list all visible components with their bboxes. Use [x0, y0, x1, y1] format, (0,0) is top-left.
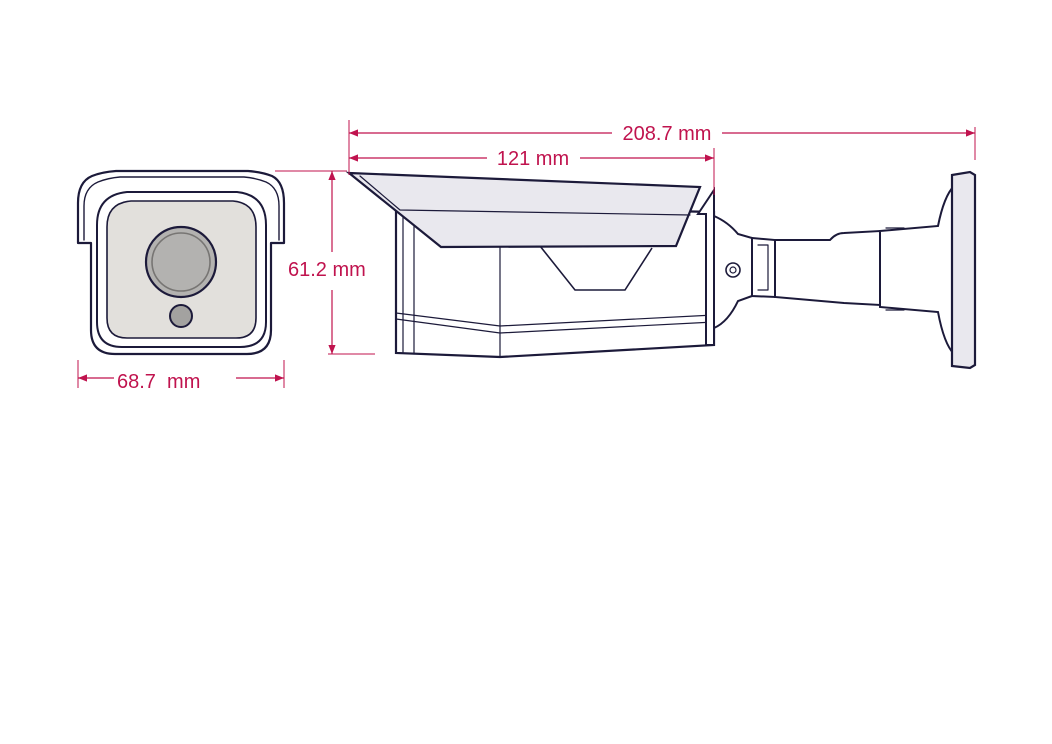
height-label: 61.2 mm	[288, 259, 366, 281]
front-view-camera	[76, 169, 286, 356]
body-length-label: 121 mm	[497, 148, 569, 170]
screw-icon	[725, 262, 741, 278]
width-label: 68.7 mm	[117, 371, 200, 393]
side-view-camera	[345, 170, 977, 370]
ir-led-icon	[169, 304, 193, 328]
total-length-label: 208.7 mm	[623, 123, 712, 145]
dimension-lines	[77, 120, 976, 388]
lens-icon	[144, 225, 218, 299]
